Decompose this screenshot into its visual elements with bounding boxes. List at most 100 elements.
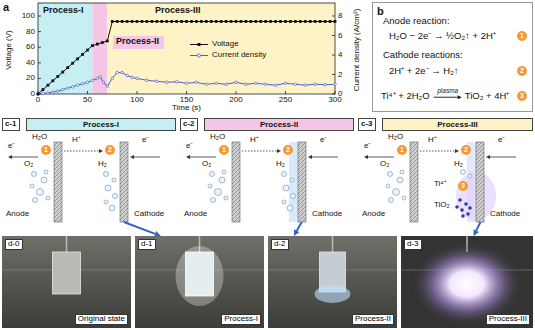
current-marker [324,83,327,86]
gas-bubble [400,170,404,174]
electron-arrow [130,155,134,159]
axis-label: Time (s) [172,104,201,113]
tick [332,94,335,95]
voltage-marker [116,20,119,23]
panel-letter: c-3 [358,118,376,131]
gas-bubble [104,172,109,177]
tick [38,62,41,63]
tick [332,16,335,17]
current-marker [136,77,139,80]
species-label: e⁻ [364,142,371,151]
gas-bubble [210,172,215,177]
tio2-particle [468,206,472,210]
callout-number: 1 [41,145,51,155]
voltage-marker [259,20,262,23]
species-label: H₂ [276,160,285,169]
species-label: H₂O [210,133,225,142]
current-marker [235,81,238,84]
arrow-head [294,229,300,236]
species-label: e⁻ [8,142,15,151]
reaction-arrow [434,97,458,98]
legend-text: Current density [212,51,266,60]
electron-arrow [312,157,338,158]
photo-caption: Process-I [221,314,261,325]
equation-text: Anode reaction: [383,16,450,26]
gas-bubble [291,194,296,199]
voltage-curve [38,22,335,95]
current-marker [37,93,40,96]
electrode [186,252,214,296]
current-marker [86,81,89,84]
photo-caption: Process-III [486,314,530,325]
species-label: Cathode [312,210,342,219]
legend-text: Voltage [212,40,239,49]
tick [38,31,41,32]
axis-label: 0 [36,96,40,105]
current-marker [215,82,218,85]
gas-bubble [219,177,225,183]
axis-label: Voltage (V) [5,30,14,70]
tick [186,91,187,94]
axis-label: Current density (A/cm²) [353,9,362,92]
gas-bubble [287,205,293,211]
anode-plate [232,142,240,222]
voltage-marker [210,20,213,23]
axis-label: 300 [328,96,341,105]
legend-sample [197,54,200,57]
species-label: e⁻ [142,136,149,145]
current-marker [61,88,64,91]
current-marker [71,85,74,88]
electron-arrow [308,155,312,159]
voltage-marker [274,20,277,23]
gas-bubble [37,189,44,196]
tio2-particle [466,212,470,216]
process-band-label: Process-II [113,36,164,49]
current-marker [91,79,94,82]
voltage-marker [66,66,69,69]
gas-bubble [33,198,38,203]
current-marker [294,83,297,86]
tio2-particle [455,205,459,209]
current-marker [274,84,277,87]
proton-arrow [420,151,455,152]
voltage-marker [56,75,59,78]
voltage-marker [190,20,193,23]
arrow-shaft [124,222,155,234]
axis-label: 200 [229,96,242,105]
anode-plate [410,142,418,222]
process-header: Process-I [26,118,176,131]
voltage-marker [200,20,203,23]
species-label: e⁻ [186,142,193,151]
proton-arrow [277,149,281,153]
gas-bubble [222,170,226,174]
gas-bubble [109,205,115,211]
electrode [53,252,81,294]
tick [332,74,335,75]
gas-bubble [113,194,118,199]
voltage-marker [51,79,54,82]
voltage-marker [235,20,238,23]
current-marker [47,92,50,95]
current-marker [76,84,79,87]
photo-panel: d-1Process-I [135,236,264,328]
process-label: Process-I [43,6,85,16]
gas-bubble [282,200,286,204]
panel-letter: c-2 [180,118,198,131]
voltage-marker [269,20,272,23]
gas-bubble [44,170,48,174]
voltage-marker [329,20,332,23]
current-marker [99,76,102,79]
voltage-marker [111,20,114,23]
gas-bubble [41,177,47,183]
electron-arrow [364,155,368,159]
voltage-marker [284,20,287,23]
gas-bubble [46,196,50,200]
electron-arrow [8,155,12,159]
gas-bubble [283,185,289,191]
gas-bubble [215,189,222,196]
species-label: Cathode [490,210,520,219]
process-schematic: c-2Process-II [180,118,354,222]
callout-number: 1 [219,145,229,155]
arrow-condition: plasma [437,87,458,94]
electron-arrow [486,155,490,159]
